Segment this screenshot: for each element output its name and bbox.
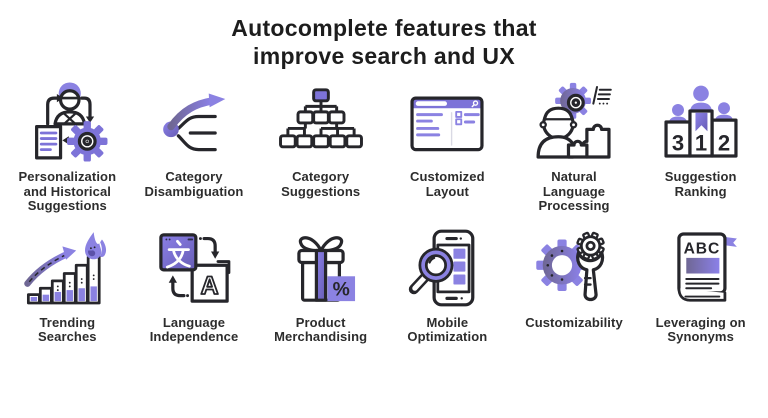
podium-number-third: 3 [672,131,684,156]
feature-category-suggestions: Category Suggestions [257,76,384,214]
feature-label: Language Independence [149,314,239,345]
feature-label: Customizability [525,314,623,330]
feature-label: Product Merchandising [274,314,368,345]
person-gear-puzzle-icon [536,82,612,159]
podium-ranking-icon: 3 1 2 [664,85,738,158]
feature-language-independence: A [131,222,258,345]
gift-discount-icon: % [296,235,355,302]
feature-personalization: Personalization and Historical Suggestio… [4,76,131,214]
feature-nlp: Natural Language Processing [511,76,638,214]
feature-mobile-optimization: Mobile Optimization [384,222,511,345]
book-cover-text: ABC [683,240,720,257]
hierarchy-tree-icon [278,88,363,149]
podium-number-first: 1 [695,131,707,156]
feature-label: Category Suggestions [281,169,361,199]
gear-wrench-icon [536,231,605,301]
translation-icon: A [159,233,231,303]
feature-product-merchandising: % Product Merchandising [257,222,384,345]
chinese-character-glyph [165,239,191,269]
feature-label: Suggestion Ranking [664,169,737,199]
feature-category-disambiguation: Category Disambiguation [131,76,258,214]
feature-label: Mobile Optimization [407,314,488,345]
feature-label: Customized Layout [409,169,485,199]
discount-percent-text: % [332,279,349,300]
podium-number-second: 2 [718,131,730,156]
branching-arrow-icon [163,93,226,152]
feature-label: Trending Searches [38,314,97,345]
feature-label: Natural Language Processing [538,169,610,214]
feature-customized-layout: Customized Layout [384,76,511,214]
feature-label: Category Disambiguation [144,169,244,199]
rising-chart-flame-icon [24,231,107,305]
feature-label: Leveraging on Synonyms [655,314,746,345]
feature-suggestion-ranking: 3 1 2 Suggestion Ranking [637,76,764,214]
personalization-history-icon [35,82,108,162]
feature-customizability: Customizability [511,222,638,345]
feature-trending-searches: Trending Searches [4,222,131,345]
features-grid: Personalization and Historical Suggestio… [0,76,768,345]
feature-leveraging-synonyms: ABC Leveraging on Synonyms [637,222,764,345]
phone-magnifier-icon [409,229,475,307]
feature-label: Personalization and Historical Suggestio… [18,169,117,214]
infographic-title: Autocomplete features that improve searc… [231,15,537,70]
infographic: Autocomplete features that improve searc… [0,14,768,418]
dictionary-book-icon: ABC [676,232,737,302]
browser-layout-icon [410,96,484,152]
latin-letter: A [201,272,219,299]
